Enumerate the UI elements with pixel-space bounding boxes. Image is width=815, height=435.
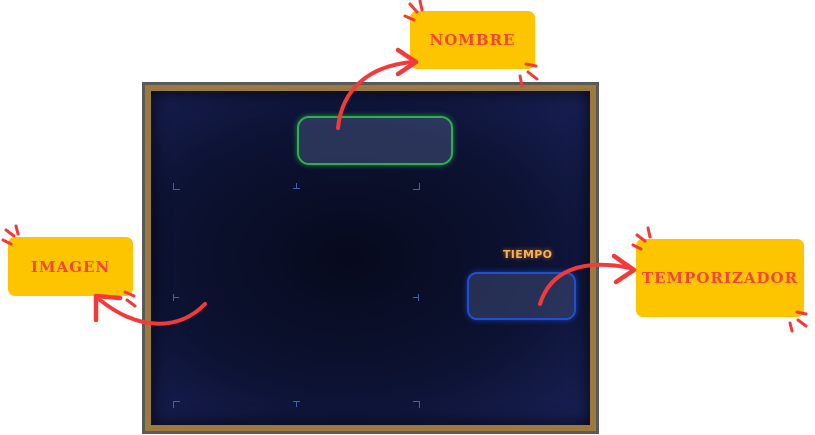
image-area-corner-mark [173,183,180,190]
player-name-box [297,116,453,165]
timer-label: TIEMPO [503,248,553,261]
image-area-edge-mark [413,294,419,301]
image-area-corner-mark [413,183,420,190]
timer-box [467,272,576,320]
callout-nombre: NOMBRE [410,11,535,69]
image-area-corner-mark [413,401,420,408]
image-area-edge-mark [293,183,300,189]
image-area-corner-mark [173,401,180,408]
callout-imagen: IMAGEN [8,237,133,296]
image-area-edge-mark [173,294,179,301]
image-area-edge-mark [293,401,300,407]
callout-temporizador: TEMPORIZADOR [636,239,804,317]
game-frame: TIEMPO [142,82,599,434]
game-screen: TIEMPO [151,91,590,425]
arrow-temporizador-head [611,253,637,285]
arrow-imagen-head [93,293,123,323]
